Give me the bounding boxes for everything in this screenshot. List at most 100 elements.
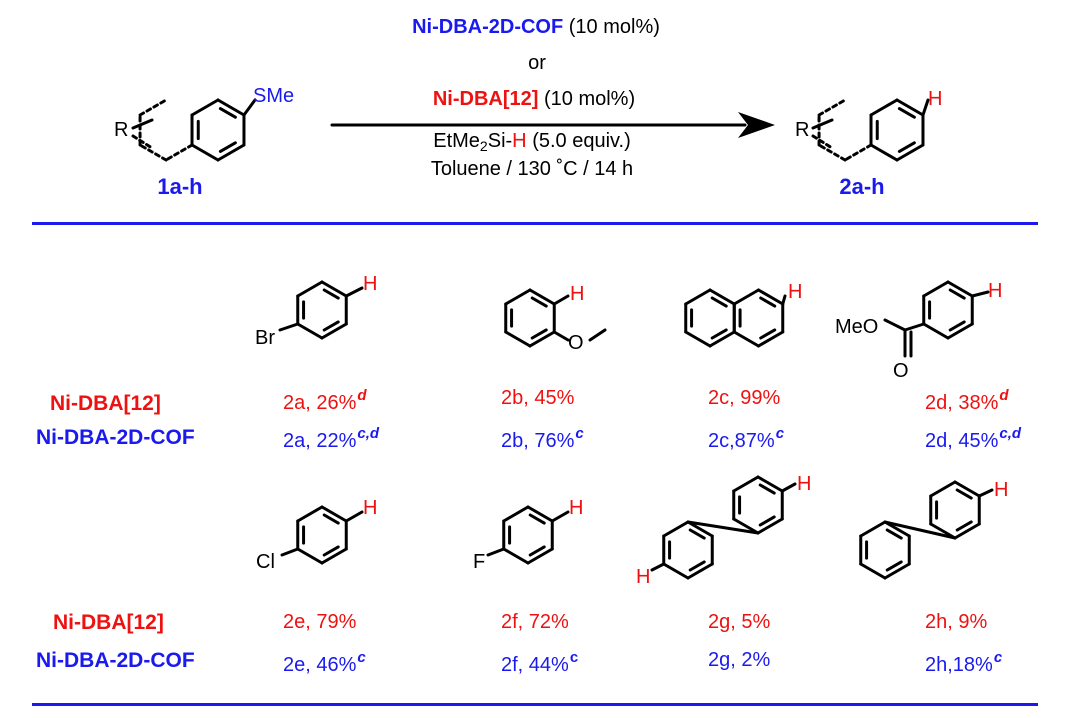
yield-2f-cof: 2f, 44%c (501, 650, 578, 675)
ring-2f-inner-bond (528, 545, 546, 557)
ring-2b-bond (504, 288, 532, 306)
ring-2f-inner-bond (528, 513, 546, 525)
leaving-group-label: SMe (253, 85, 295, 107)
ring-2e-bond (320, 505, 348, 523)
yield-2h-mol: 2h, 9% (925, 612, 987, 632)
ring-2c-right-inner-bond (759, 328, 777, 340)
bond-2e-cl (280, 547, 300, 557)
ring-2c-right-bond (757, 330, 785, 348)
reaction-arrow-head (738, 112, 775, 138)
ring-2h-left-inner-bond (885, 528, 903, 540)
ring-2g-top-inner-bond (758, 483, 776, 495)
ring-2b-bond (504, 330, 532, 348)
ring-2g-bottom-bond (662, 562, 690, 580)
ring-2c-right-bond (757, 288, 785, 306)
ring-2e-bond (296, 547, 324, 565)
yield-2f-mol: 2f, 72% (501, 612, 569, 632)
bond-2g-h-bottom (650, 562, 666, 572)
ring-2g-top-bond (756, 517, 784, 535)
top-divider (32, 222, 1038, 225)
ring-2b-inner-bond (530, 296, 548, 308)
yield-2e-cof: 2e, 46%c (283, 650, 366, 675)
product-h-bond (921, 98, 930, 117)
h-label-2b: H (570, 283, 585, 305)
carbonyl-o-label: O (893, 360, 909, 382)
yield-value: 2c, 99% (708, 387, 781, 409)
product-ring-inner-bond (897, 107, 916, 119)
bond-2g-h-top (780, 482, 797, 493)
ring-2a-bond (296, 280, 324, 298)
bond-2b-h (552, 294, 570, 306)
substrate-ring-bond (216, 98, 246, 117)
ring-2e-inner-bond (322, 545, 340, 557)
reagent-part: Si- (487, 130, 513, 152)
substrate-ring-bond (216, 143, 246, 162)
ring-2c-left-bond (708, 288, 736, 306)
bond-2d-h (970, 290, 990, 298)
yield-2c-mol: 2c, 99% (708, 388, 780, 408)
h-label-2c: H (788, 281, 803, 303)
product-label: 2a-h (839, 174, 885, 199)
substrate-ring-inner-bond (218, 141, 237, 153)
ring-2d-bond (922, 322, 950, 340)
ring-2d-bond (946, 280, 974, 298)
bond-2g-biaryl (686, 520, 760, 535)
conditions-text: Toluene / 130 ˚C / 14 h (430, 158, 634, 180)
ring-2c-left-bond (684, 330, 712, 348)
footnote-marker: c (357, 649, 366, 666)
ring-2h-right-bond (953, 480, 981, 498)
bond-2h-h (977, 488, 994, 498)
product-ring-bond (869, 98, 899, 117)
catalyst-cof-loading: (10 mol%) (568, 16, 660, 38)
ring-2a-inner-bond (322, 288, 340, 300)
yield-2b-cof: 2b, 76%c (501, 426, 584, 451)
substrate-r-bond (131, 118, 154, 130)
ring-2a-inner-bond (322, 320, 340, 332)
h-label-2e: H (363, 497, 378, 519)
substrate-fused-dashed-bond (138, 143, 168, 162)
row2-mol-label: Ni-DBA[12] (53, 611, 164, 634)
ring-2h-right-bond (929, 480, 957, 498)
substrate-ring-bond (190, 143, 220, 162)
chloro-label: Cl (256, 551, 275, 573)
h-label-2f: H (569, 497, 584, 519)
product-r-label: R (795, 119, 810, 141)
h-label-2d: H (988, 280, 1003, 302)
product-ring-bond (895, 98, 925, 117)
footnote-marker: c (993, 649, 1003, 666)
substrate-r-bond (131, 134, 154, 150)
ring-2h-left-inner-bond (885, 560, 903, 572)
yield-value: 2f, 44% (501, 654, 569, 676)
yield-2d-mol: 2d, 38%d (925, 388, 1009, 413)
yield-value: 2a, 22% (283, 430, 357, 452)
footnote-marker: c (575, 425, 584, 442)
substrate-ring-inner-bond (218, 107, 237, 119)
ring-2g-bottom-bond (686, 520, 714, 538)
ring-2c-left-bond (708, 330, 736, 348)
bond-2e-h (344, 510, 364, 523)
ring-2c-left-bond (684, 288, 712, 306)
footnote-marker: c,d (357, 425, 380, 442)
footnote-marker: d (357, 387, 367, 404)
ring-2b-inner-bond (530, 328, 548, 340)
yield-value: 2c,87% (708, 430, 775, 452)
bond-2c-h (781, 294, 787, 306)
reagent-part: (5.0 equiv.) (526, 130, 631, 152)
bond-2f-f (486, 547, 506, 557)
ring-2h-left-bond (859, 562, 887, 580)
bond-2h-biaryl (883, 520, 957, 540)
yield-value: 2d, 38% (925, 392, 999, 414)
catalyst-mol-name: Ni-DBA[12] (432, 88, 539, 110)
yield-2g-mol: 2g, 5% (708, 612, 770, 632)
ring-2a-bond (320, 322, 348, 340)
ring-2h-right-inner-bond (955, 520, 973, 532)
ring-2h-left-bond (883, 562, 911, 580)
yield-value: 2d, 45% (925, 430, 999, 452)
product-h-label: H (928, 88, 943, 110)
reagent-hydrogen: H (512, 130, 527, 152)
yield-value: 2e, 79% (283, 611, 357, 633)
ring-2b-bond (528, 330, 556, 348)
bond-2d-ester-o (883, 318, 907, 332)
